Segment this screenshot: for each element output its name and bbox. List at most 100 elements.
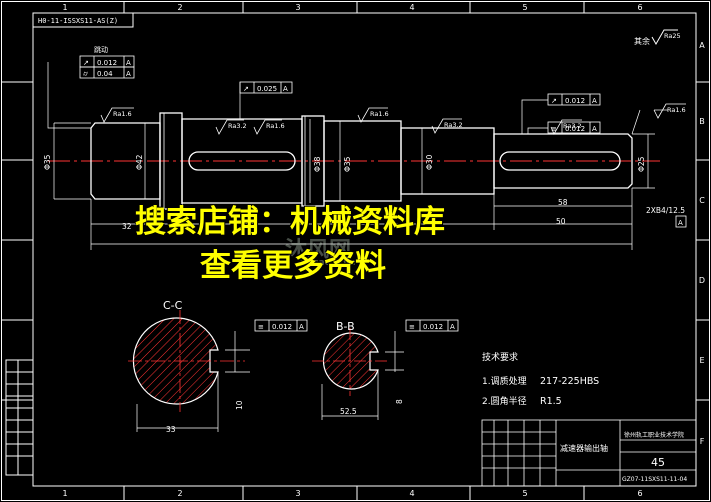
roughness-mark-5-icon [431, 118, 462, 134]
right-runout-1: 0.012 [565, 97, 585, 105]
tech-item-1-label: 1.调质处理 [482, 375, 527, 387]
section-cc-label: C-C [163, 299, 183, 312]
school-name: 徐州轨工职业技术学院 [624, 431, 684, 439]
left-runout-1-datum: A [126, 59, 131, 67]
right-runout-1-datum: A [592, 97, 597, 105]
left-runout-1: 0.012 [97, 59, 117, 67]
dim-length-50: 50 [556, 217, 566, 226]
roughness-mark-1-icon [100, 107, 134, 123]
roughness-values: Ra1.6 Ra3.2 Ra1.6 Ra1.6 Ra3.2 Ra3.2 Ra1.… [113, 106, 686, 130]
zone-row-a: A [699, 41, 705, 50]
section-bb-key: 8 [395, 399, 404, 404]
side-stamp-grid [5, 359, 34, 476]
left-tolerance-header: 跳动 [94, 45, 108, 54]
roughness-symbol-icon [651, 29, 678, 46]
section-bb-label: B-B [336, 320, 355, 333]
symmetry-icon-3: ≡ [409, 323, 415, 331]
dimension-lines [53, 119, 655, 250]
drawing-number: GZ07-11SXS11-11-04 [622, 476, 687, 483]
section-bb-datum: A [450, 323, 455, 331]
keyway-middle [188, 151, 296, 171]
dim-chamfer: 2XB4/12.5 [646, 206, 685, 215]
leader-lines [47, 62, 668, 135]
dim-diameter-35: Φ35 [343, 156, 352, 172]
material: 45 [651, 456, 665, 469]
promo-line-2: 查看更多资料 [200, 248, 386, 284]
dim-diameter-30: Φ30 [425, 154, 434, 170]
dim-left-diameter: Φ35 [43, 154, 52, 170]
tolerance-values: 跳动 ↗ 0.012 A ⌭ 0.04 A ↗ 0.025 A ↗ 0.012 … [83, 45, 683, 331]
technical-requirements: 技术要求 1.调质处理 217-225HBS 2.圆角半径 R1.5 [482, 351, 599, 407]
section-bb: B-B 52.5 8 [312, 320, 404, 420]
zone-col-2-top: 2 [177, 3, 182, 12]
zone-col-1-bottom: 1 [62, 489, 67, 498]
dim-length-58: 58 [558, 198, 568, 207]
runout-icon-4: ↗ [551, 97, 557, 105]
tolerance-frames [79, 55, 687, 332]
tech-item-2-label: 2.圆角半径 [482, 395, 527, 407]
roughness-mark-6-icon [550, 119, 582, 135]
roughness-value-4: Ra1.6 [370, 110, 389, 118]
roughness-value-1: Ra1.6 [113, 110, 132, 118]
roughness-value-5: Ra3.2 [444, 121, 463, 129]
tech-heading: 技术要求 [482, 351, 518, 363]
middle-runout-datum: A [283, 85, 288, 93]
roughness-mark-7-icon [653, 103, 686, 119]
runout-icon-3: ↗ [243, 85, 249, 93]
shaft-main-view [90, 112, 633, 210]
zone-col-6-bottom: 6 [637, 489, 642, 498]
zone-col-5-top: 5 [522, 3, 527, 12]
zone-col-4-top: 4 [409, 3, 414, 12]
keyway-right [499, 151, 621, 171]
top-drawing-number: H0-11-ISSXS11-AS(Z) [38, 17, 118, 25]
roughness-mark-2-icon [215, 119, 244, 135]
section-cc-width: 33 [166, 425, 176, 434]
symmetry-icon-1: ≡ [551, 125, 557, 133]
zone-col-3-top: 3 [295, 3, 300, 12]
roughness-value-7: Ra1.6 [667, 106, 686, 114]
zone-col-5-bottom: 5 [522, 489, 527, 498]
roughness-value-6: Ra3.2 [563, 122, 582, 130]
section-bb-tolerance: 0.012 [423, 323, 443, 331]
zone-row-d: D [699, 276, 705, 285]
left-runout-2: 0.04 [97, 70, 113, 78]
section-cc-datum: A [299, 323, 304, 331]
zone-col-3-bottom: 3 [295, 489, 300, 498]
zone-row-e: E [699, 356, 704, 365]
watermark-logo: 沐风网 [285, 238, 352, 263]
section-cc-key: 10 [235, 400, 244, 410]
section-bb-width: 52.5 [340, 407, 357, 416]
left-runout-2-datum: A [126, 70, 131, 78]
dim-length-32: 32 [122, 222, 132, 231]
dimension-texts: Φ35 Φ42 Φ38 Φ35 Φ30 Φ25 32 58 50 2XB4/12… [43, 154, 685, 231]
general-roughness: 其余 Ra25 [634, 29, 681, 46]
zone-row-f: F [700, 437, 705, 446]
zone-col-6-top: 6 [637, 3, 642, 12]
part-name: 减速器输出轴 [560, 443, 608, 453]
runout-icon-1: ↗ [83, 59, 89, 67]
runout-icon-2: ⌭ [83, 70, 88, 78]
dim-right-diameter: Φ25 [637, 156, 646, 172]
zone-row-c: C [699, 196, 705, 205]
right-runout-2-datum: A [592, 125, 597, 133]
section-cc: C-C 33 10 [128, 299, 250, 434]
zone-row-b: B [699, 117, 705, 126]
middle-runout: 0.025 [257, 85, 277, 93]
watermark-url: mfcad.com [300, 258, 356, 268]
right-runout-2: 0.012 [565, 125, 585, 133]
section-cc-tolerance: 0.012 [272, 323, 292, 331]
roughness-mark-4-icon [357, 107, 388, 123]
zone-labels: 1 2 3 4 5 6 1 2 3 4 5 6 A B C D E F [62, 3, 705, 498]
title-block-text: 减速器输出轴 徐州轨工职业技术学院 45 GZ07-11SXS11-11-04 [560, 431, 687, 483]
symmetry-icon-2: ≡ [258, 323, 264, 331]
zone-col-1-top: 1 [62, 3, 67, 12]
chamfer-datum: A [678, 219, 683, 227]
dim-diameter-42: Φ42 [135, 154, 144, 170]
title-block [481, 419, 697, 487]
roughness-marks [100, 103, 686, 135]
promo-line-1: 搜索店铺：机械资料库 [135, 204, 445, 240]
zone-col-2-bottom: 2 [177, 489, 182, 498]
